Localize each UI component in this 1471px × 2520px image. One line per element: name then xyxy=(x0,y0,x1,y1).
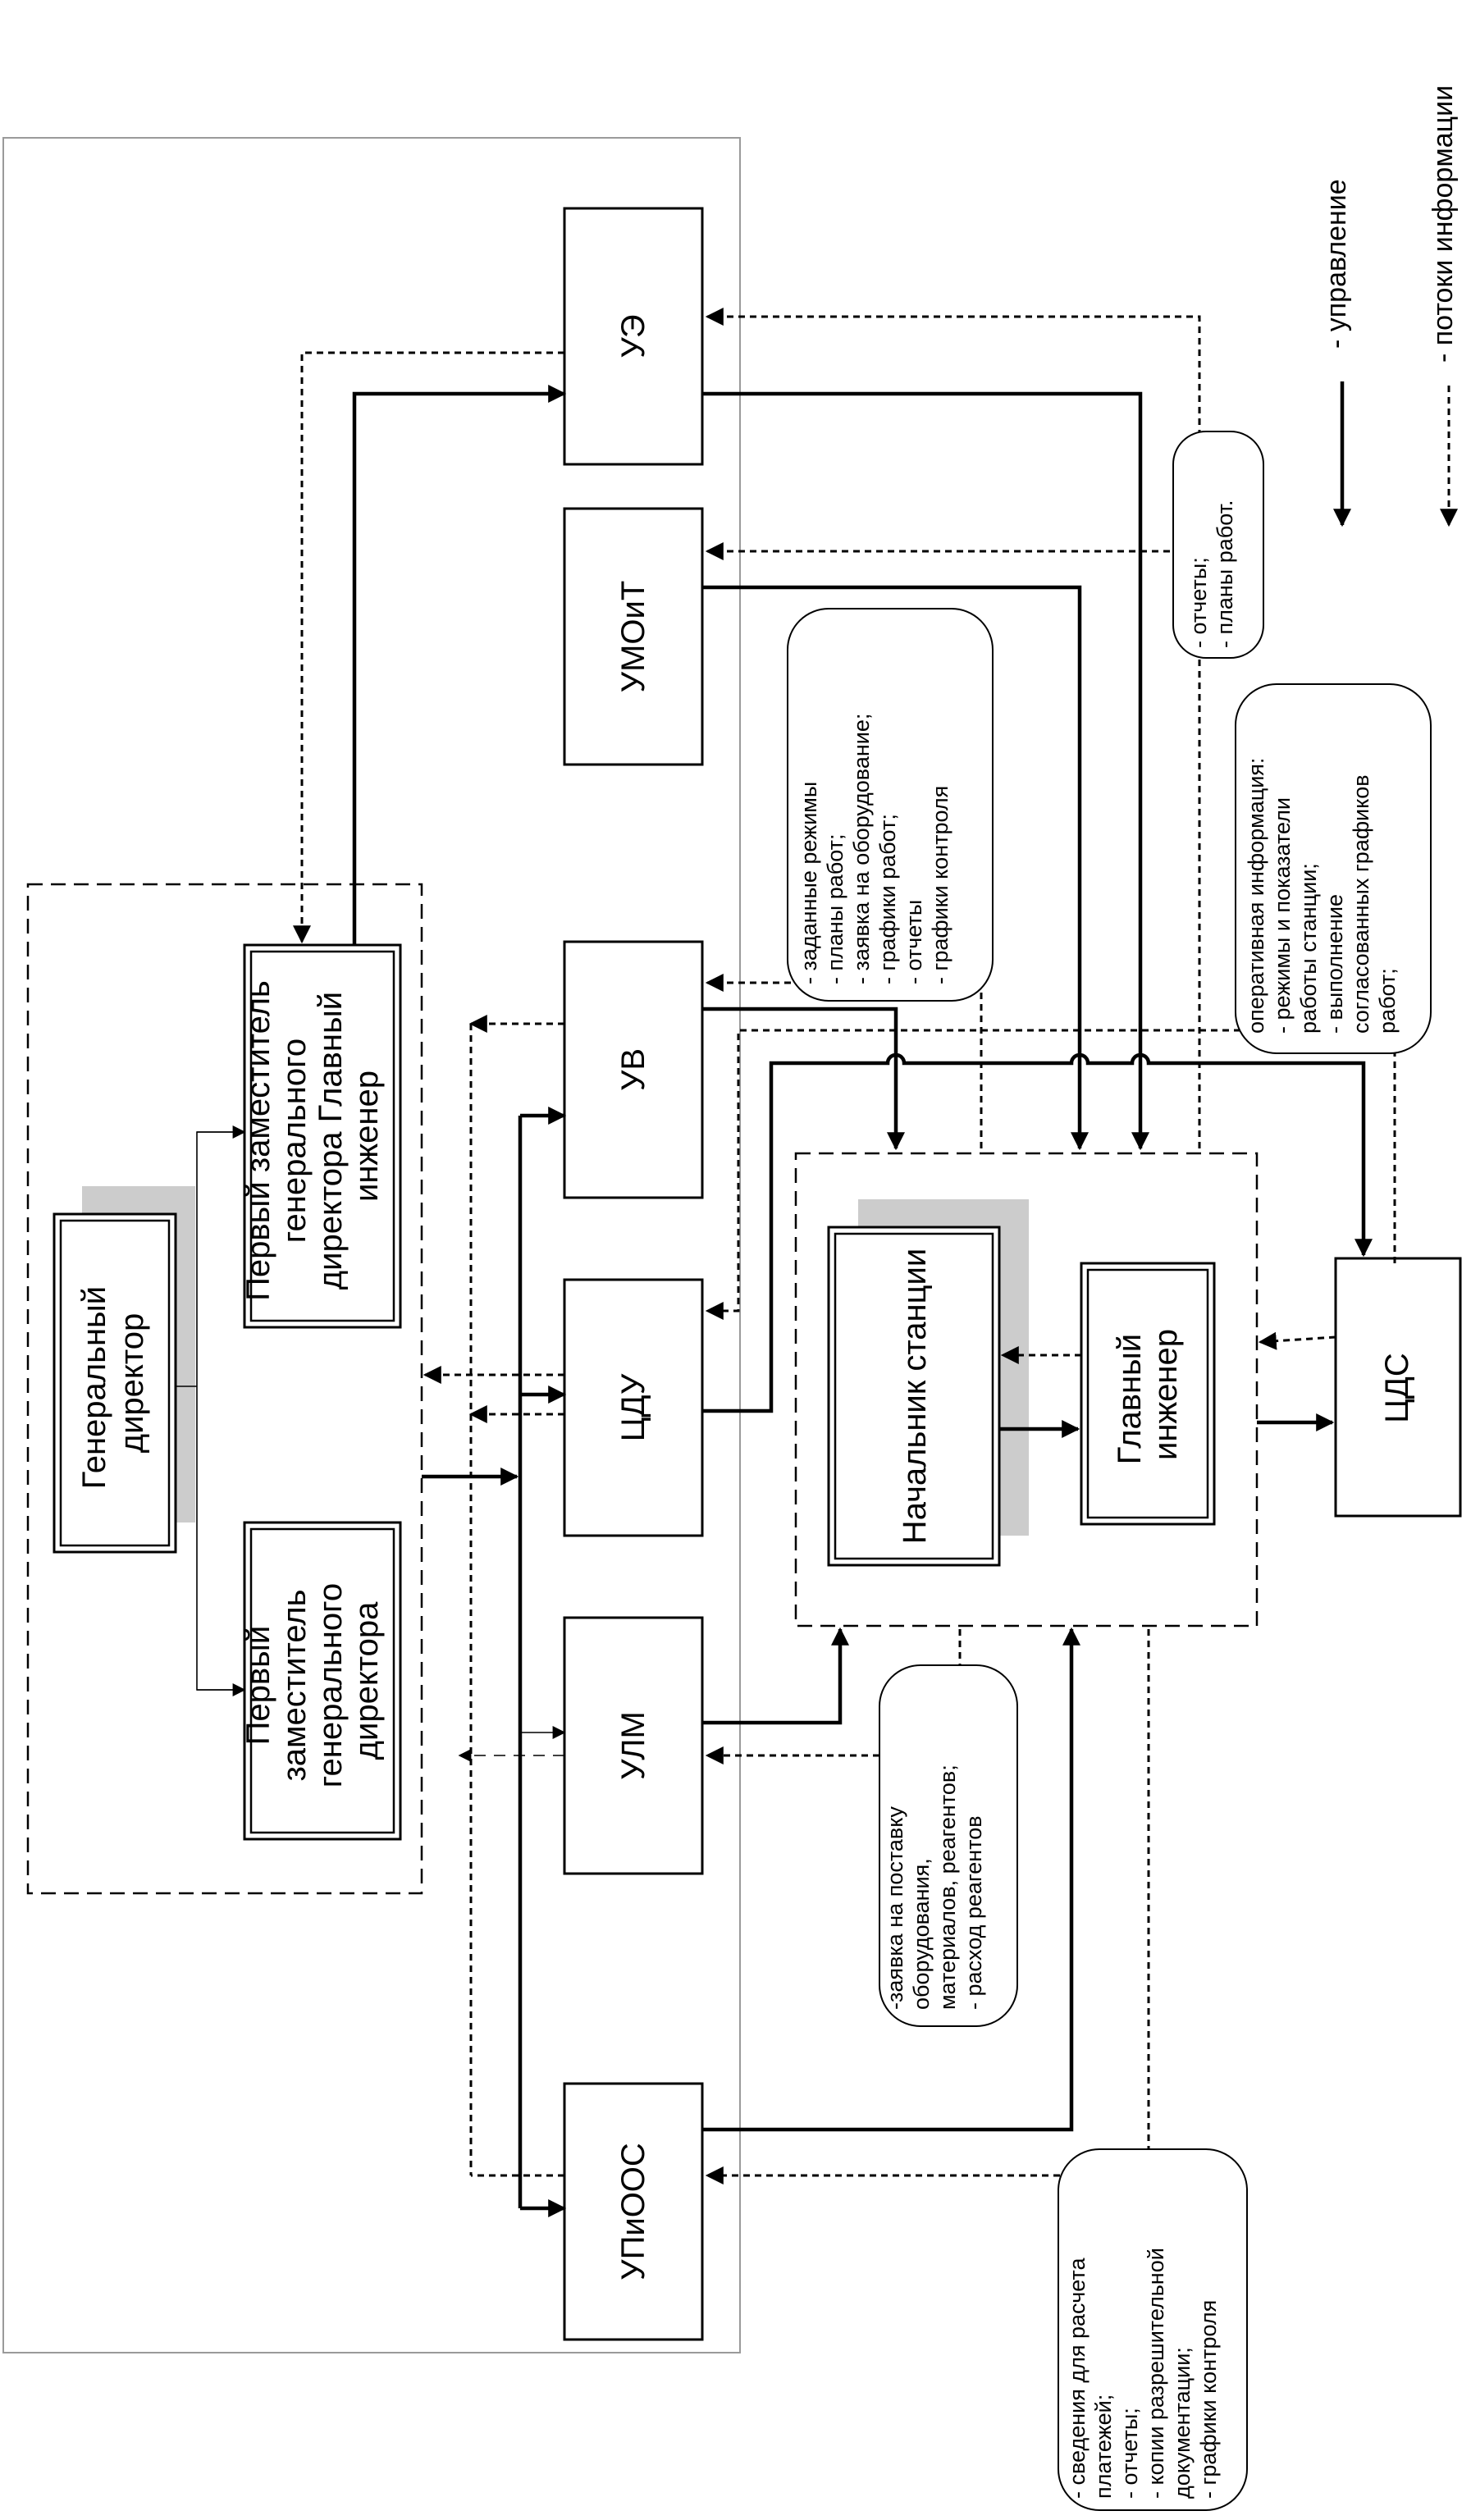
first-deputy-chief-engineer-node: Первый заместитель генерального директор… xyxy=(240,943,402,1329)
note-operative: оперативная информация: - режимы и показ… xyxy=(1235,683,1432,1054)
legend-info-label: - потоки информации xyxy=(1428,85,1459,363)
svg-text:УЭ: УЭ xyxy=(615,314,651,358)
chief-engineer-node: Главный инженер xyxy=(1080,1262,1216,1526)
svg-text:УВ: УВ xyxy=(615,1048,651,1091)
svg-text:ЦДС: ЦДС xyxy=(1379,1353,1415,1423)
note-supply: -заявка на поставку оборудования, матери… xyxy=(879,1664,1018,2027)
legend: - управление - потоки информации xyxy=(1321,85,1459,527)
station-head-node: Начальник станции xyxy=(827,1199,1029,1567)
upioos-node: УПиООС xyxy=(563,2082,704,2341)
note-reports-plans: - отчеты; - планы работ. xyxy=(1172,431,1264,659)
note-payments: - сведения для расчета платежей; - отчет… xyxy=(1058,2148,1248,2511)
uv-node: УВ xyxy=(563,940,704,1199)
ulm-node: УЛМ xyxy=(563,1616,704,1875)
gen-director-node: Генеральный директор xyxy=(53,1186,195,1554)
svg-text:- сведения для расчета: - сведения для расчета платежей; - отчет… xyxy=(1065,2242,1221,2499)
svg-text:УЛМ: УЛМ xyxy=(615,1711,651,1780)
svg-text:Первый заместитель: Первый заместитель генерального директор… xyxy=(240,1574,385,1787)
svg-text:Генеральный директор: Генеральный директор xyxy=(76,1277,150,1490)
svg-text:Первый заместитель генер: Первый заместитель генерального директор… xyxy=(240,971,385,1301)
gen-director-line1: Генеральный xyxy=(76,1286,112,1489)
legend-control-label: - управление xyxy=(1321,179,1352,349)
station-group xyxy=(794,1152,1259,1628)
first-deputy-node: Первый заместитель генерального директор… xyxy=(240,1521,402,1841)
umoit-node: УМОиТ xyxy=(563,507,704,766)
outer-frame xyxy=(2,137,741,2353)
cdu-node: ЦДУ xyxy=(563,1278,704,1537)
svg-text:Начальник станции: Начальник станции xyxy=(897,1249,933,1544)
note-regimes: - заданные режимы - планы работ; - заявк… xyxy=(787,608,994,1002)
svg-text:-заявка на поставку об: -заявка на поставку оборудования, матери… xyxy=(883,1759,986,2010)
svg-text:ЦДУ: ЦДУ xyxy=(615,1373,651,1441)
gen-director-line2: директор xyxy=(114,1313,150,1454)
cds-node: ЦДС xyxy=(1334,1257,1462,1518)
svg-text:УМОиТ: УМОиТ xyxy=(615,581,651,693)
svg-text:- отчеты; - планы работ.: - отчеты; - планы работ. xyxy=(1186,500,1237,649)
svg-text:оперативная информация:: оперативная информация: - режимы и показ… xyxy=(1244,751,1400,1034)
ue-node: УЭ xyxy=(563,207,704,466)
svg-text:Главный инженер: Главный инженер xyxy=(1112,1325,1184,1465)
svg-text:УПиООС: УПиООС xyxy=(615,2143,651,2280)
leadership-group xyxy=(26,883,423,1895)
svg-text:- заданные режимы - план: - заданные режимы - планы работ; - заявк… xyxy=(797,707,952,984)
